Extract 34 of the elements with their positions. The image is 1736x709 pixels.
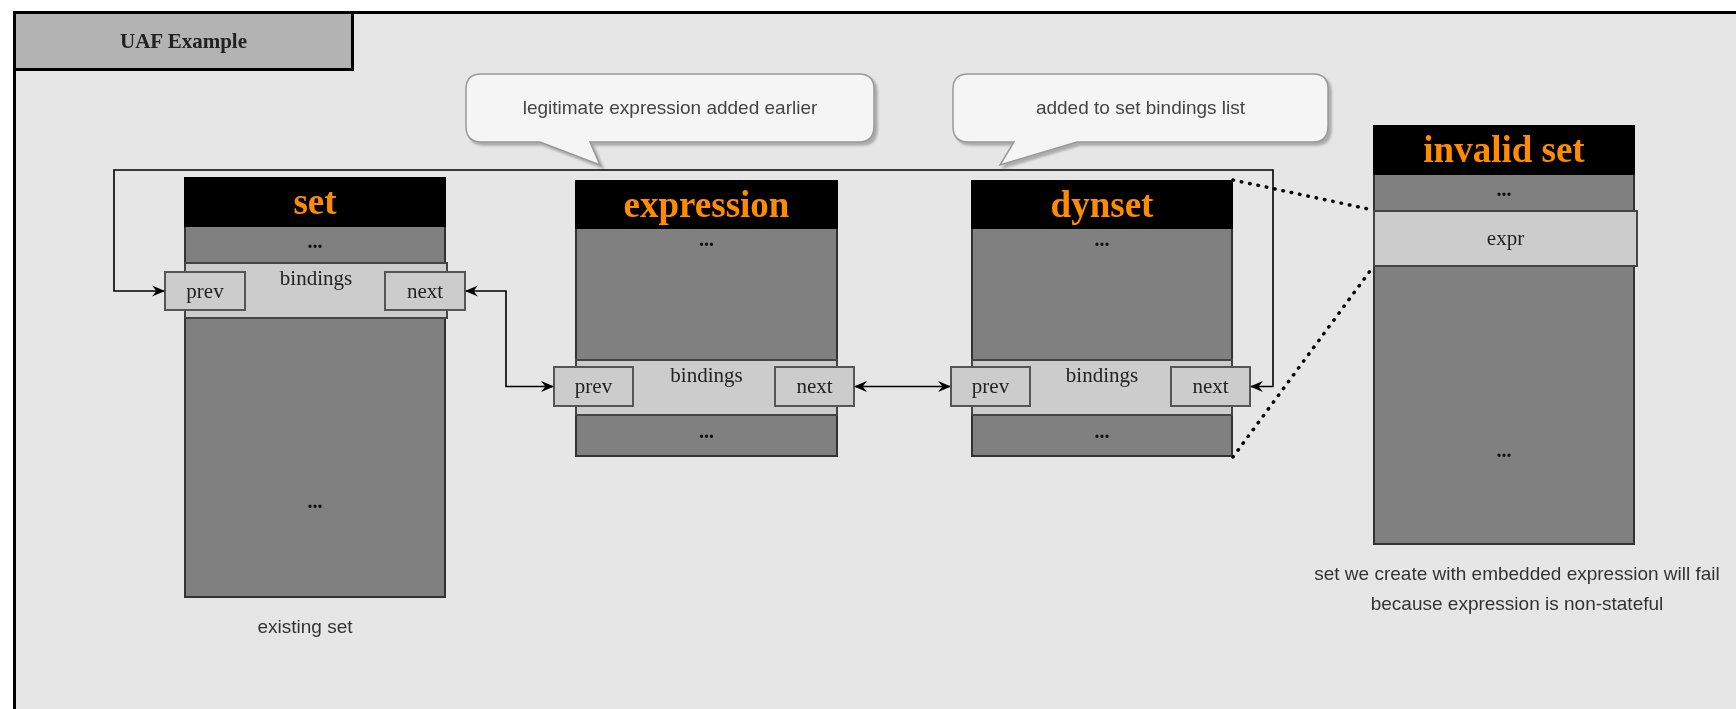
expr-field [1373,210,1638,267]
ellipsis-text: ... [307,231,323,251]
arrow [113,169,1274,392]
arrow [853,381,952,392]
struct-header: set [184,177,446,227]
field-label: bindings [1065,363,1139,387]
pointer-field: next [384,271,466,311]
struct-block [575,180,838,457]
struct-header: invalid set [1373,125,1635,175]
pointer-field: prev [164,271,246,311]
field-label: bindings [279,266,353,290]
arrow [464,285,555,392]
ellipsis-text: ... [307,491,323,511]
caption-text: set we create with embedded expression will fail because expression is non-stateful [1313,562,1721,616]
title-tab: UAF Example [13,11,354,71]
callout-text: added to set bindings list [1035,96,1246,119]
ellipsis-text: ... [1496,440,1512,460]
field-label: expr [1486,226,1525,250]
struct-block [971,180,1233,457]
callout-text: legitimate expression added earlier [522,96,818,119]
caption-text: existing set [256,615,354,639]
pointer-field: prev [950,366,1031,407]
pointer-field: prev [553,366,634,407]
pointer-field: next [774,366,855,407]
struct-header: dynset [971,180,1233,229]
ellipsis-text: ... [699,421,714,441]
ellipsis-text: ... [1094,229,1110,249]
diagram-frame [13,11,1736,709]
struct-header: expression [575,180,838,229]
field-label: bindings [670,363,743,387]
ellipsis-text: ... [699,229,714,249]
ellipsis-text: ... [1094,421,1110,441]
pointer-field: next [1170,366,1251,407]
ellipsis-text: ... [1496,179,1512,199]
